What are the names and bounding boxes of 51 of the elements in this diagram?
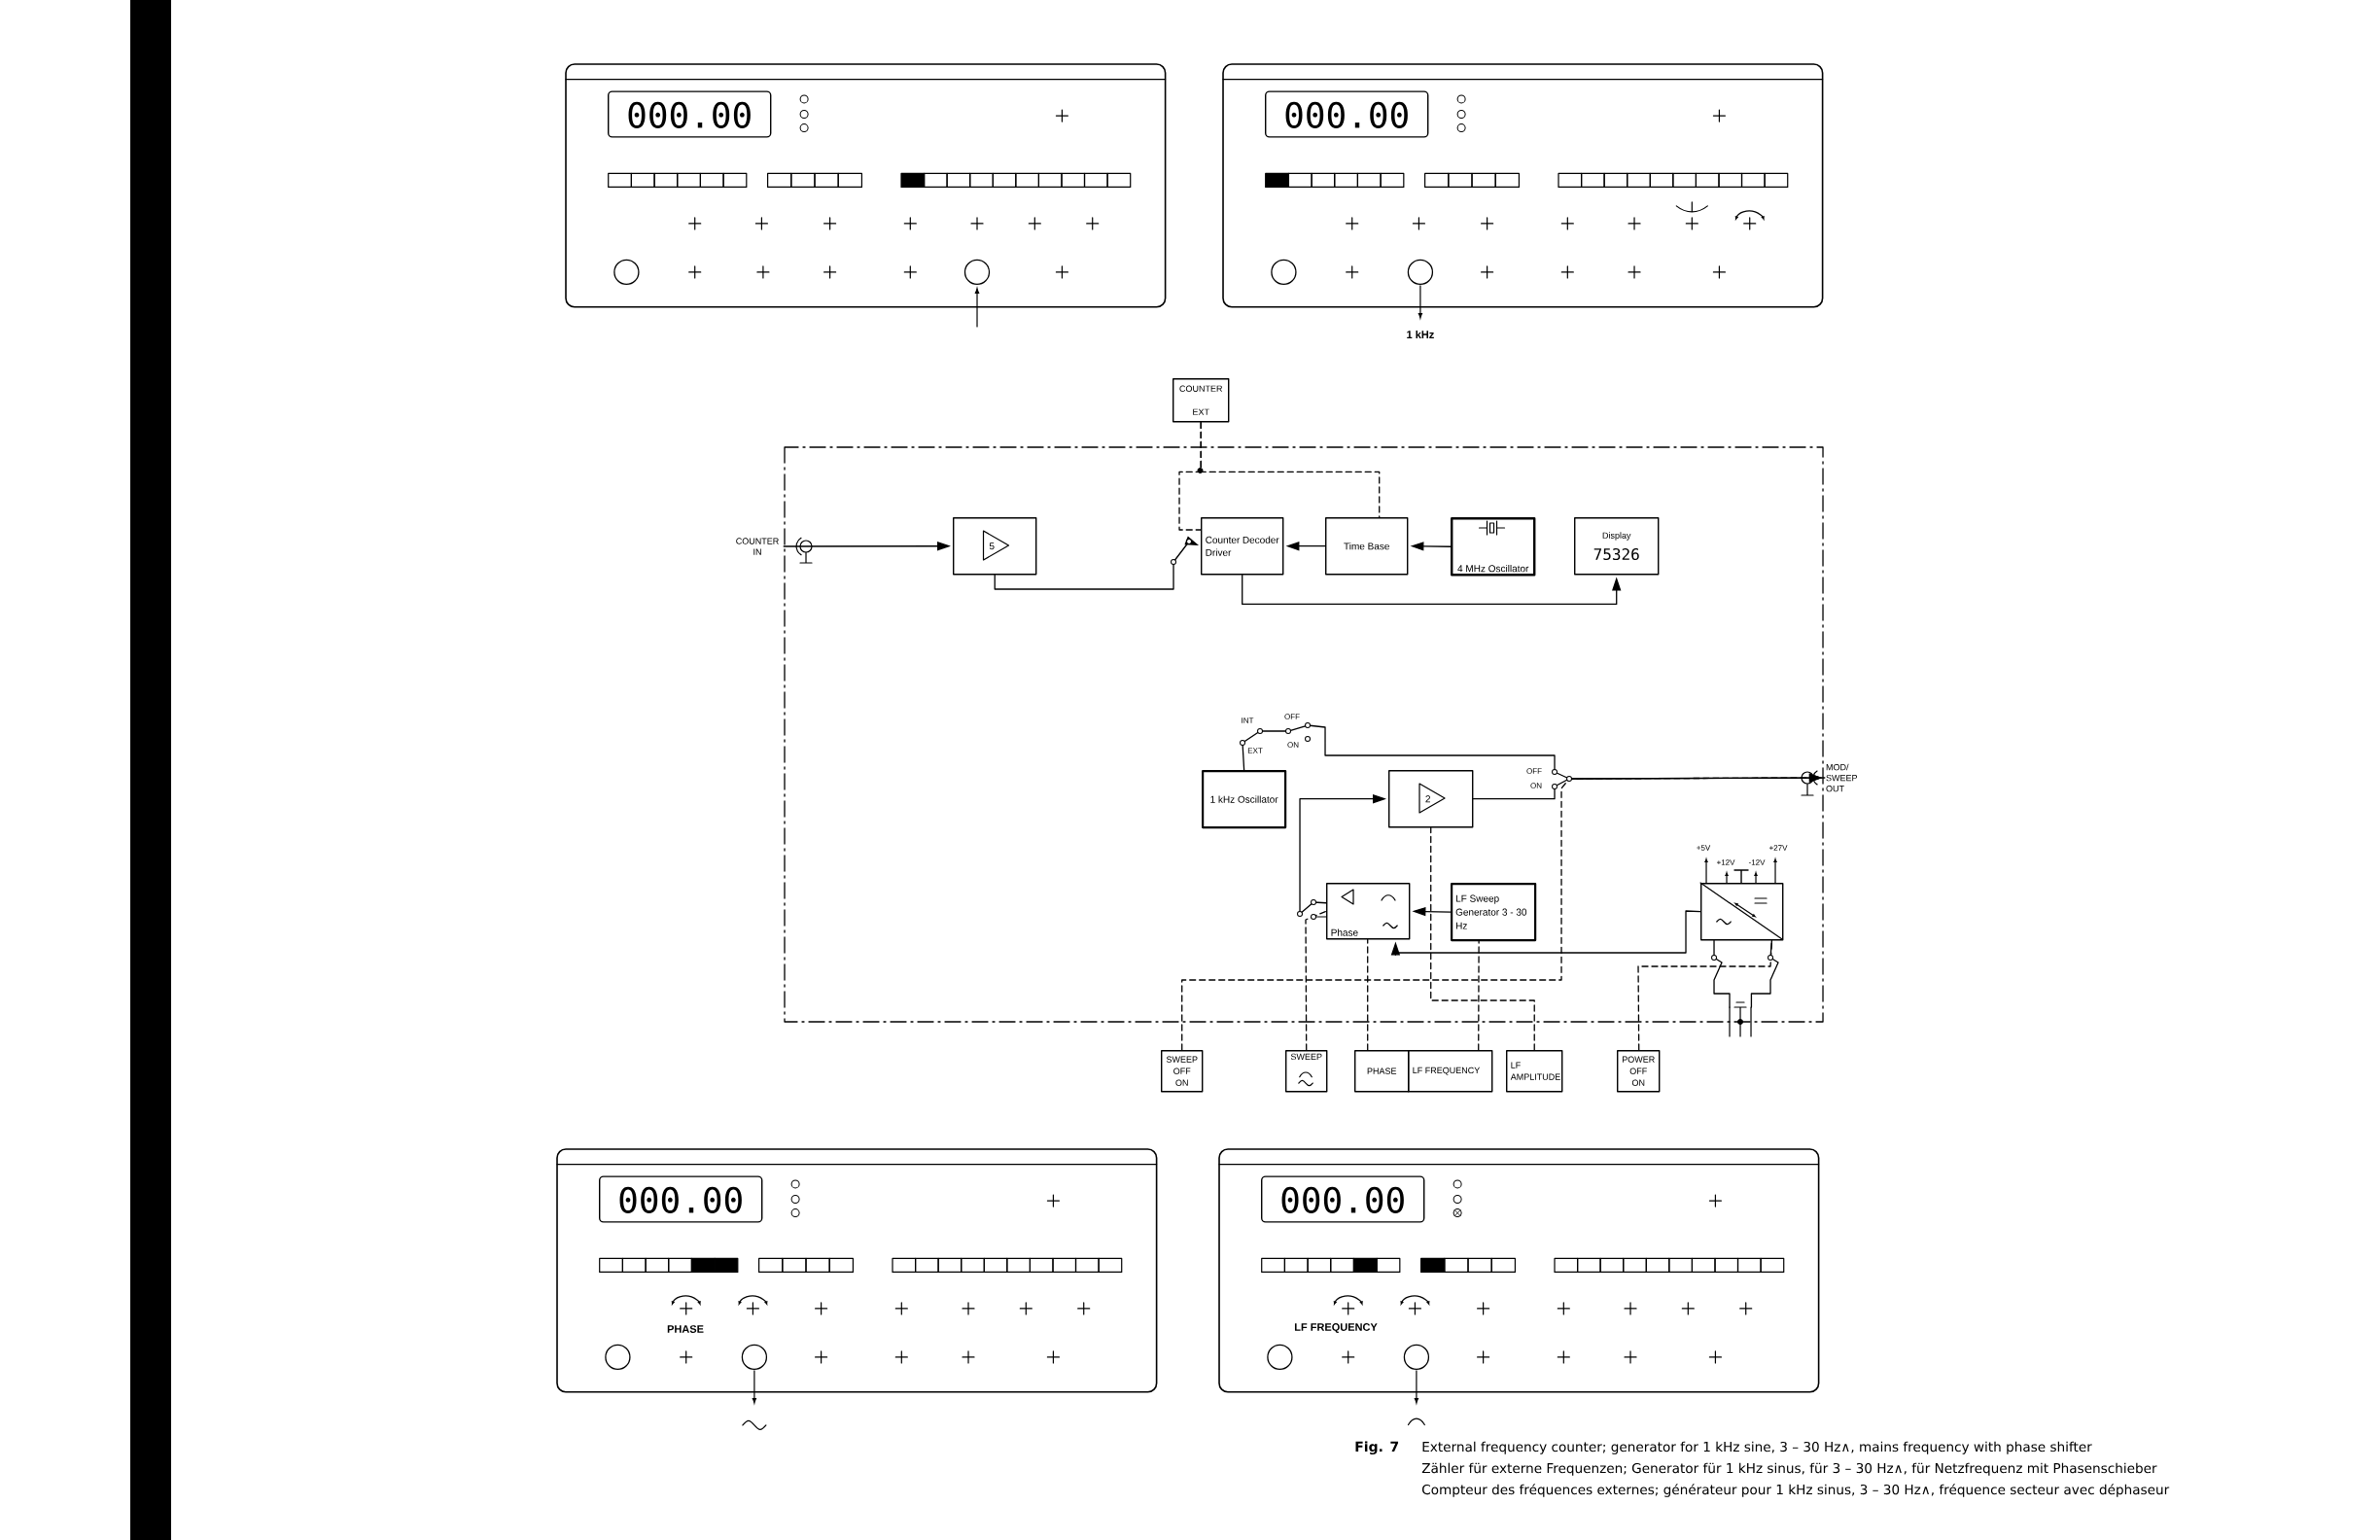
voltage-label: -12V	[1748, 859, 1766, 865]
connection-line	[1750, 939, 1779, 1008]
caption-line: External frequency counter; generator for 1 kHz sine, 3 – 30 Hz∧, mains frequency with phase shifter	[1422, 1441, 2092, 1454]
control-line	[1430, 826, 1535, 1051]
phase-shifter-block: Phase	[1326, 883, 1411, 940]
connection-line	[1713, 939, 1731, 1008]
control-label-box: PHASE	[1354, 1050, 1410, 1093]
sweep-generator-block: LF Sweep Generator 3 - 30 Hz	[1451, 883, 1537, 942]
caption-line: Compteur des fréquences externes; générateur pour 1 kHz sinus, 3 – 30 Hz∧, fréquence secteur avec déphaseur	[1422, 1484, 2170, 1497]
digit-readout: 000.00	[619, 1186, 742, 1213]
control-label-box: SWEEP OFF ON	[1161, 1050, 1204, 1093]
connector-label: COUNTER IN	[736, 538, 779, 555]
control-label-box: LF AMPLITUDE	[1506, 1050, 1563, 1093]
switch-label: ON	[1287, 742, 1299, 748]
control-label: 1 kHz	[1407, 330, 1434, 338]
mains-plug-symbol	[1729, 1001, 1752, 1037]
control-label: LF FREQUENCY	[1295, 1323, 1378, 1333]
switch-label: ON	[1530, 783, 1542, 788]
control-line	[1181, 777, 1826, 1051]
digit-readout: 000.00	[628, 101, 751, 128]
control-line	[1478, 940, 1480, 1051]
control-line	[1200, 421, 1381, 518]
switch-label: OFF	[1284, 714, 1300, 719]
switch-label: EXT	[1247, 748, 1263, 753]
control-line	[1367, 938, 1369, 1051]
voltage-label: +5V	[1697, 845, 1711, 851]
control-label-box: POWER OFF ON	[1617, 1050, 1661, 1093]
voltage-label: +27V	[1768, 845, 1788, 851]
switch-label-box: COUNTER EXT	[1172, 378, 1230, 423]
switch-label: INT	[1242, 718, 1254, 723]
display-block: Display 75326	[1574, 517, 1660, 576]
figure-number: Fig. 7	[1355, 1441, 1399, 1455]
oscillator-block: 4 MHz Oscillator	[1451, 517, 1536, 577]
power-supply-block	[1699, 882, 1784, 941]
arrow	[1242, 574, 1622, 606]
control-label: PHASE	[667, 1325, 704, 1333]
arrow	[1390, 910, 1701, 956]
amplifier-block: 5	[953, 517, 1037, 576]
control-label-box: SWEEP	[1285, 1050, 1328, 1093]
caption-line: Zähler für externe Frequenzen; Generator für 1 kHz sinus, für 3 – 30 Hz∧, für Netzfrequenz mit Phasenschieber	[1421, 1462, 2157, 1476]
time-base-block: Time Base	[1325, 517, 1409, 576]
control-line	[1305, 910, 1327, 1051]
amplifier-block: 2	[1388, 770, 1474, 828]
connector-label: MOD/ SWEEP OUT	[1826, 763, 1858, 792]
control-label-box: LF FREQUENCY	[1408, 1050, 1493, 1093]
counter-block: Counter Decoder Driver	[1201, 517, 1284, 576]
digit-readout: 000.00	[1285, 101, 1408, 128]
digit-readout: 000.00	[1281, 1186, 1404, 1213]
voltage-label: +12V	[1716, 859, 1735, 865]
switch-label: OFF	[1526, 768, 1542, 774]
oscillator-block: 1 kHz Oscillator	[1202, 770, 1287, 829]
